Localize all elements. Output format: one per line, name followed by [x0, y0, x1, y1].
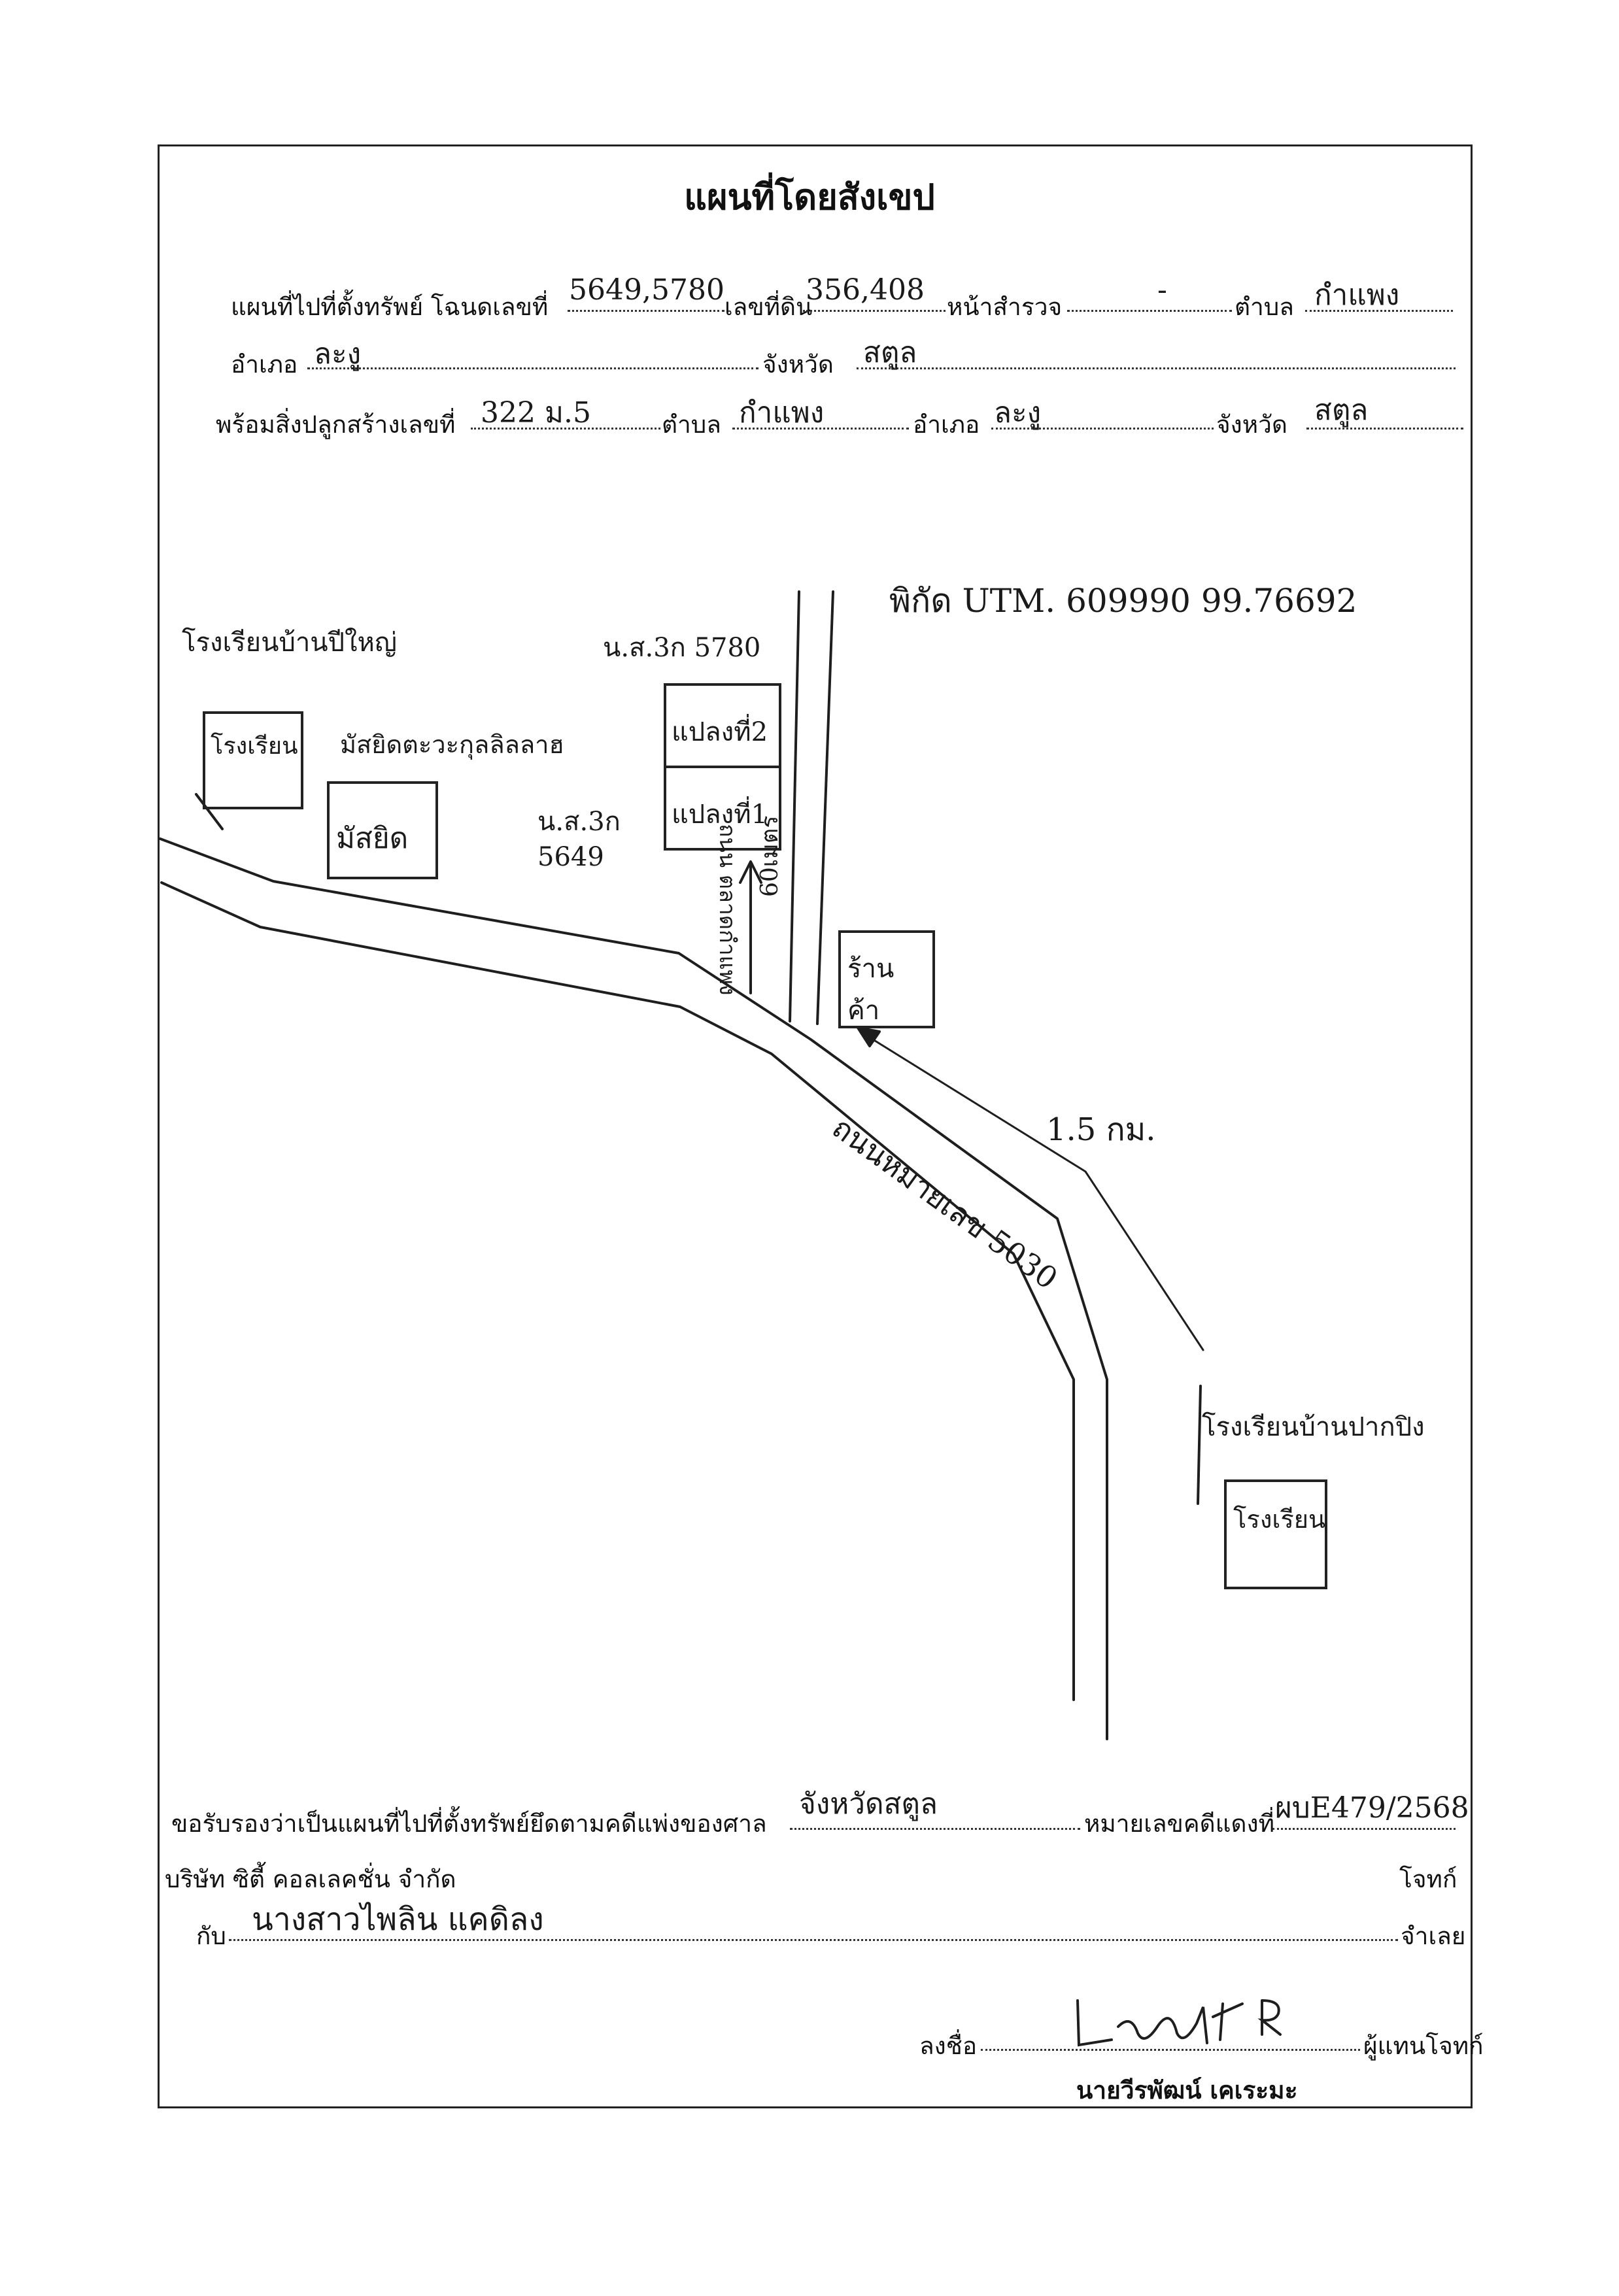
plot-1-box: แปลงที่1	[664, 766, 781, 851]
distance-15km-label: 1.5 กม.	[1046, 1111, 1156, 1148]
school-right-connector	[1197, 1385, 1202, 1505]
main-road-upper-edge	[159, 837, 1108, 1740]
arrow-60m-head	[739, 860, 762, 884]
deed-number: 5649,5780	[569, 273, 724, 307]
side-road-right-edge	[816, 590, 834, 1025]
distance-15-line	[872, 1038, 1204, 1351]
tambon2-dots	[732, 428, 909, 430]
plot-2-text: แปลงที่2	[672, 717, 768, 747]
tambon-label: ตำบล	[1235, 293, 1294, 321]
province2-label: จังหวัด	[1216, 411, 1287, 439]
province-dots	[857, 367, 1456, 369]
land-no-label: เลขที่ดิน	[724, 293, 813, 321]
province2-value: สตูล	[1314, 394, 1369, 427]
plot-2-box: แปลงที่2	[664, 683, 781, 768]
survey-label: หน้าสำรวจ	[947, 293, 1063, 321]
side-road-label: ถนน ตลาดกำแพง	[714, 824, 740, 996]
deed-label: แผนที่ไปที่ตั้งทรัพย์ โฉนดเลขที่	[231, 293, 549, 321]
amphoe2-label: อำเภอ	[913, 411, 980, 439]
amphoe2-dots	[991, 428, 1214, 430]
side-road-left-edge	[789, 590, 800, 1022]
company-name: บริษัท ซิตี้ คอลเลคชั่น จำกัด	[165, 1865, 456, 1893]
mosque-box-text: มัสยิด	[336, 822, 409, 855]
court-value: จังหวัดสตูล	[799, 1787, 938, 1821]
deed-dots	[568, 310, 724, 312]
distance-60m-label: 60เมตร	[757, 815, 783, 897]
school-right-label: โรงเรียนบ้านปากปิง	[1202, 1412, 1425, 1442]
plaintiff-label: โจทก์	[1399, 1865, 1457, 1893]
mosque-label: มัสยิดตะวะกุลลิลลาฮ	[340, 730, 564, 759]
school-right-box-text: โรงเรียน	[1233, 1505, 1326, 1534]
signer-role: ผู้แทนโจทก์	[1363, 2032, 1484, 2060]
main-road-lower-edge	[160, 881, 1075, 1701]
amphoe-value: ละงู	[314, 337, 362, 371]
defendant-name: นางสาวไพลิน แคดิลง	[252, 1901, 544, 1938]
school-top-left-box-text: โรงเรียน	[211, 733, 298, 760]
school-connector-line	[195, 793, 224, 830]
with-label: กับ	[196, 1922, 226, 1950]
plot-1-text: แปลงที่1	[672, 800, 768, 830]
tambon2-label: ตำบล	[662, 411, 721, 439]
tambon-value: กำแพง	[1314, 279, 1400, 312]
school-top-left-box: โรงเรียน	[203, 711, 303, 809]
survey-dots	[1067, 310, 1232, 312]
case-number: ผบE479/2568	[1275, 1791, 1469, 1825]
sign-dots	[981, 2049, 1360, 2051]
mosque-box: มัสยิด	[327, 781, 438, 879]
certify-label: ขอรับรองว่าเป็นแผนที่ไปที่ตั้งทรัพย์ยึดต…	[171, 1810, 767, 1838]
tambon-dots	[1305, 310, 1453, 312]
province-label: จังหวัด	[762, 350, 834, 379]
shop-box: ร้านค้า	[838, 930, 935, 1028]
school-top-left-label: โรงเรียนบ้านปีใหญ่	[182, 628, 398, 658]
court-dots	[790, 1828, 1080, 1830]
shop-text: ร้านค้า	[847, 954, 895, 1026]
deed-5649-label: น.ส.3ก 5649	[537, 807, 621, 872]
building-value: 322 ม.5	[481, 396, 591, 430]
case-dots	[1272, 1828, 1456, 1830]
province-value: สตูล	[863, 336, 917, 369]
page-title: แผนที่โดยสังเขป	[684, 177, 935, 218]
land-no-dots	[803, 310, 946, 312]
amphoe-label: อำเภอ	[231, 350, 298, 379]
deed-5780-label: น.ส.3ก 5780	[603, 633, 761, 663]
signer-name: นายวีรพัฒน์ เคเระมะ	[1076, 2076, 1298, 2104]
amphoe2-value: ละงู	[994, 396, 1042, 430]
distance-15-arrowhead	[857, 1026, 881, 1047]
survey-value: -	[1157, 273, 1167, 307]
defendant-dots	[229, 1939, 1398, 1941]
page-frame	[158, 144, 1473, 2108]
utm-coordinate: พิกัด UTM. 609990 99.76692	[889, 582, 1357, 620]
sign-label: ลงชื่อ	[919, 2032, 978, 2060]
case-label: หมายเลขคดีแดงที่	[1084, 1810, 1274, 1838]
signature	[1076, 1999, 1282, 2047]
land-number: 356,408	[806, 273, 925, 307]
defendant-label: จำเลย	[1401, 1922, 1466, 1950]
school-right-box: โรงเรียน	[1224, 1479, 1327, 1589]
province2-dots	[1306, 428, 1463, 430]
building-dots	[471, 428, 660, 430]
amphoe-dots	[307, 367, 758, 369]
building-label: พร้อมสิ่งปลูกสร้างเลขที่	[216, 411, 456, 439]
tambon2-value: กำแพง	[739, 396, 825, 430]
